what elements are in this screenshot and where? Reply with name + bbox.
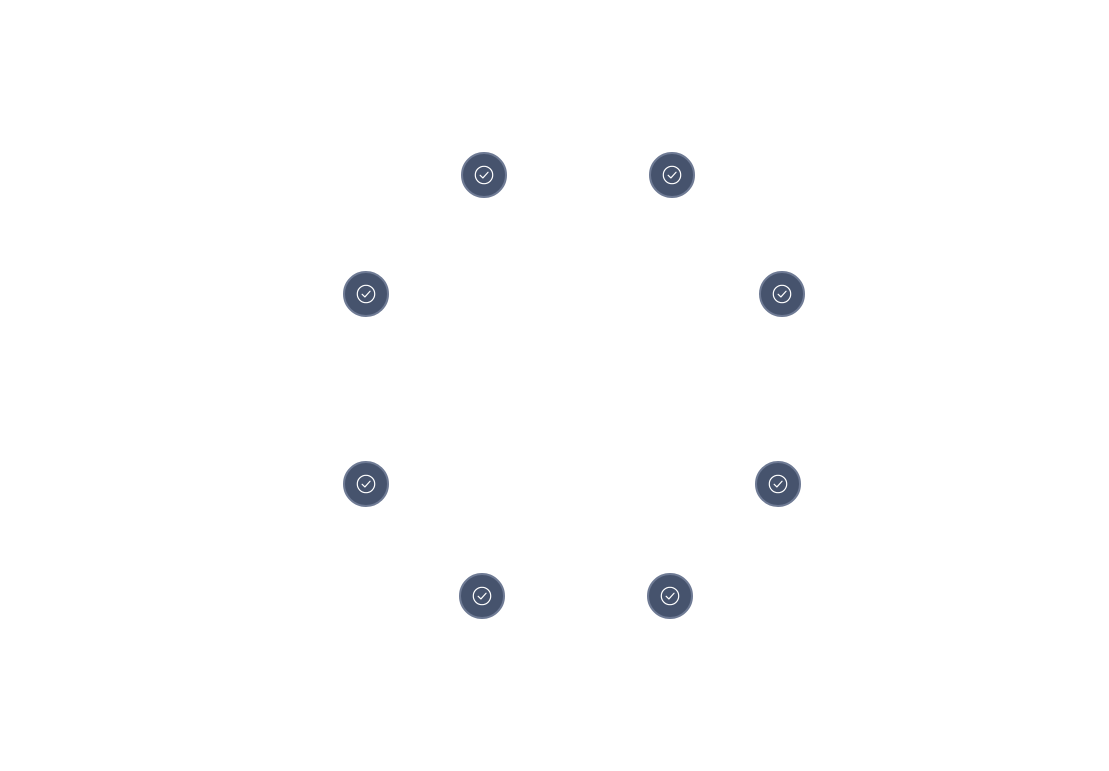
check-button-7[interactable] [459,573,505,619]
check-button-8[interactable] [647,573,693,619]
check-circle-icon [661,164,683,186]
check-circle-icon [471,585,493,607]
check-button-1[interactable] [461,152,507,198]
check-button-2[interactable] [649,152,695,198]
check-circle-icon [767,473,789,495]
check-circle-icon [473,164,495,186]
check-circle-icon [771,283,793,305]
check-button-4[interactable] [759,271,805,317]
check-circle-icon [355,283,377,305]
check-button-5[interactable] [343,461,389,507]
check-circle-icon [355,473,377,495]
check-button-3[interactable] [343,271,389,317]
check-button-6[interactable] [755,461,801,507]
check-circle-icon [659,585,681,607]
